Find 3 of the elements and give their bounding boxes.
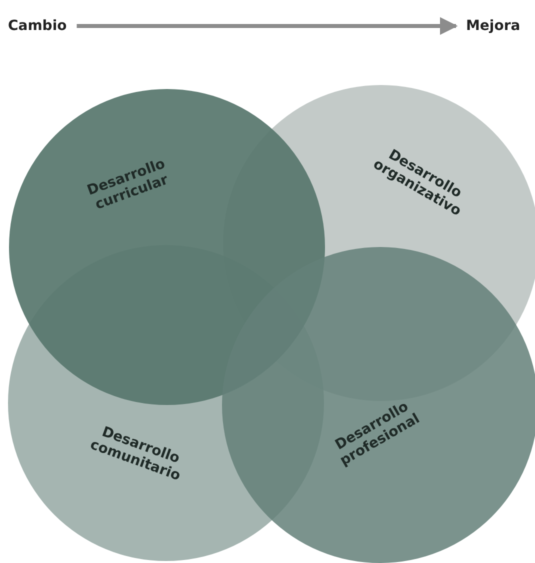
arrow <box>76 17 458 35</box>
stage-label: Mejora <box>466 18 520 34</box>
stage-label: Cambio <box>8 18 67 34</box>
